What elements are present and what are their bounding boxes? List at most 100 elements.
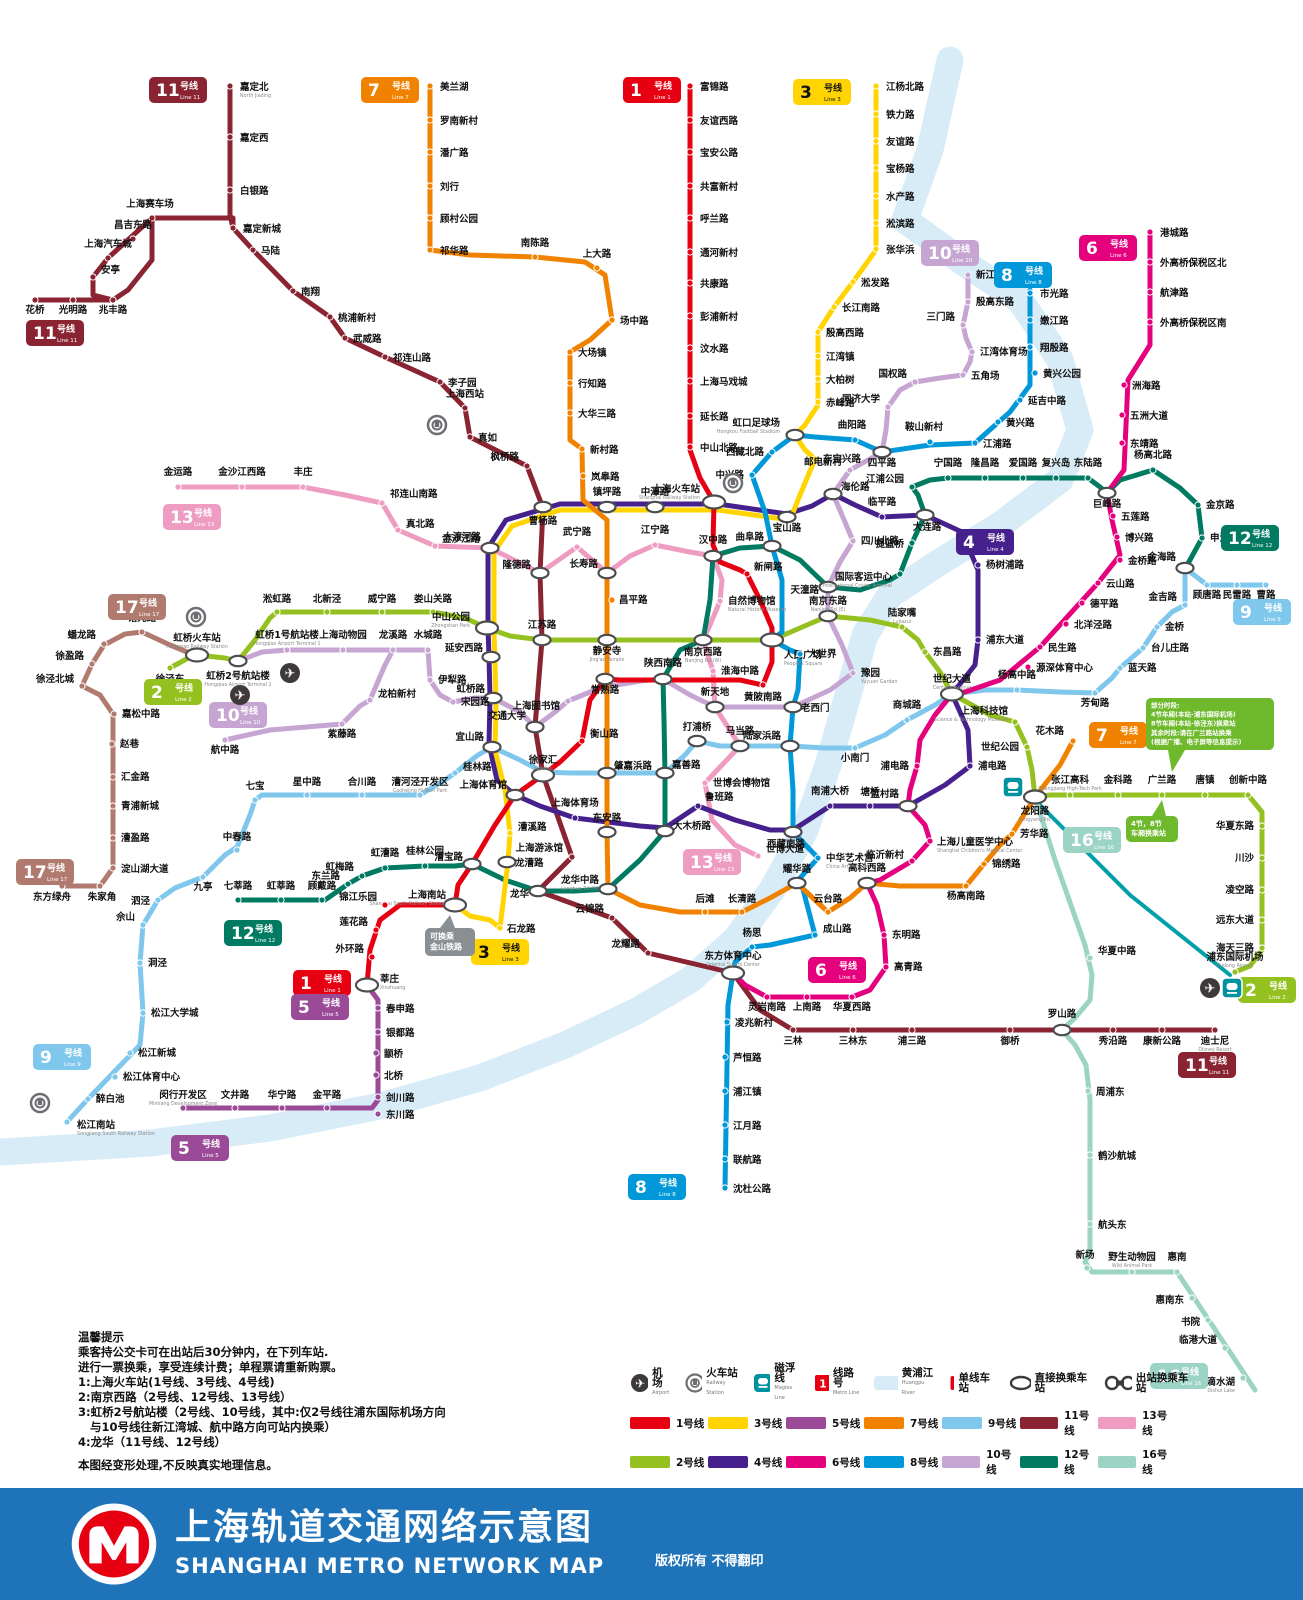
interchange-station-marker	[693, 633, 713, 647]
station-marker	[593, 264, 601, 272]
interchange-station-marker	[533, 500, 553, 514]
station-label: 上海儿童医学中心	[937, 836, 1014, 848]
station-label: 东宝兴路	[823, 453, 862, 465]
station-label: 长江南路	[842, 302, 881, 314]
railway-station-icon-inner	[34, 1097, 46, 1109]
station-label: 七莘路	[224, 880, 253, 892]
station-marker	[436, 378, 444, 386]
station-marker	[1204, 1316, 1212, 1324]
station-label: 鲁班路	[705, 791, 734, 803]
station-label-en: Shanghai Railway Station	[639, 495, 700, 501]
station-label: 娄山关路	[413, 593, 453, 605]
station-marker	[686, 412, 694, 420]
svg-text:1: 1	[819, 1378, 827, 1391]
station-marker	[238, 483, 246, 491]
station-label: 春申路	[385, 1003, 415, 1015]
station-label: 宝杨路	[886, 163, 915, 175]
station-label: 临平路	[868, 496, 897, 508]
station-label: 四川北路	[861, 535, 900, 547]
station-marker	[374, 1004, 382, 1012]
interchange-station-marker	[595, 672, 615, 686]
station-marker	[1091, 689, 1099, 697]
station-label: 曹路	[1256, 589, 1276, 601]
station-label: 闵行开发区	[159, 1089, 207, 1101]
notes-block: 温馨提示乘客持公交卡可在出站后30分钟内，在下列车站.进行一票换乘，享受连续计费…	[78, 1322, 638, 1473]
station-label: 民生路	[1048, 642, 1077, 654]
station-marker	[608, 596, 616, 604]
line-badge-en: Line 9	[64, 1062, 81, 1068]
line-badge	[144, 679, 202, 705]
station-marker	[908, 857, 916, 865]
station-marker	[1194, 501, 1202, 509]
callout-tail	[1168, 750, 1185, 772]
station-label: 东方绿舟	[33, 891, 72, 903]
station-label: 大木桥路	[673, 820, 712, 832]
line-badge-en: Line 16	[1181, 1381, 1202, 1387]
station-label: 莘庄	[380, 973, 400, 985]
station-marker	[1069, 737, 1077, 745]
station-marker	[1078, 599, 1086, 607]
railway-station-icon-train	[434, 421, 440, 427]
station-label: 漕宝路	[434, 851, 463, 863]
station-label: 金桥	[1164, 621, 1185, 633]
station-label: 南浦大桥	[811, 785, 850, 797]
station-label: 隆昌路	[971, 457, 1000, 469]
station-marker	[1016, 396, 1024, 404]
line-badge-suffix: 号线	[47, 862, 65, 874]
callout-text: 4节，8节	[1131, 819, 1162, 828]
station-marker	[686, 116, 694, 124]
station-label: 刘行	[440, 181, 460, 193]
station-marker	[872, 164, 880, 172]
station-marker	[872, 219, 880, 227]
station-label: 芦恒路	[733, 1052, 762, 1064]
line-badge-en: Line 13	[714, 867, 735, 873]
station-marker	[884, 403, 892, 411]
line-badge-number: 8	[1001, 266, 1013, 286]
station-label: 上海图书馆	[512, 700, 560, 712]
station-label: 国权路	[878, 368, 907, 380]
station-label: 通河新村	[700, 247, 739, 259]
station-marker	[381, 864, 389, 872]
station-marker	[974, 636, 982, 644]
station-marker	[1139, 644, 1147, 652]
legend-line-item: 12号线	[1020, 1447, 1098, 1477]
station-label-en: Wild Animal Park	[1112, 1263, 1153, 1269]
station-label: 浦电路	[880, 760, 909, 772]
station-marker	[908, 539, 916, 547]
legend-symbol-tick: 单线车站	[948, 1373, 995, 1393]
station-label: 龙柏新村	[377, 688, 417, 700]
station-marker	[126, 1049, 134, 1057]
station-label: 嘉定北	[239, 81, 269, 93]
station-marker	[111, 1073, 119, 1081]
station-marker	[1118, 439, 1126, 447]
line-badge-suffix: 号线	[240, 705, 258, 717]
station-label: 张江高科	[1051, 774, 1090, 786]
line-badge-en: Line 7	[1120, 740, 1137, 746]
line-badge-number: 17	[23, 863, 47, 883]
station-label: 九亭	[192, 881, 213, 893]
station-label: 耀华路	[782, 863, 812, 875]
interchange-station-marker	[645, 500, 665, 514]
station-label: 外环路	[334, 943, 364, 955]
interchange-station-marker	[780, 739, 800, 753]
station-marker	[849, 278, 857, 286]
station-label: 金海路	[1146, 551, 1176, 563]
legend-line-item: 13号线	[1098, 1408, 1176, 1438]
station-label: 洲海路	[1132, 380, 1161, 392]
station-label: 镇坪路	[593, 486, 622, 498]
station-marker	[368, 953, 376, 961]
station-label: 华夏中路	[1098, 945, 1137, 957]
station-label: 东明路	[892, 929, 921, 941]
station-label: 御桥	[999, 1035, 1020, 1047]
station-label: 台儿庄路	[1151, 642, 1190, 654]
station-label: 虹桥路	[456, 683, 485, 695]
line-badge	[956, 529, 1014, 555]
station-marker	[898, 623, 906, 631]
notes-line: 4:龙华（11号线、12号线）	[78, 1435, 227, 1449]
station-label: 青浦新城	[121, 800, 160, 812]
station-label: 陆家浜路	[743, 730, 782, 742]
station-label: 紫藤路	[328, 728, 357, 740]
station-label: 爱国路	[1009, 457, 1038, 469]
station-label: 南陈路	[521, 237, 550, 249]
station-label: 云锦路	[575, 903, 604, 915]
